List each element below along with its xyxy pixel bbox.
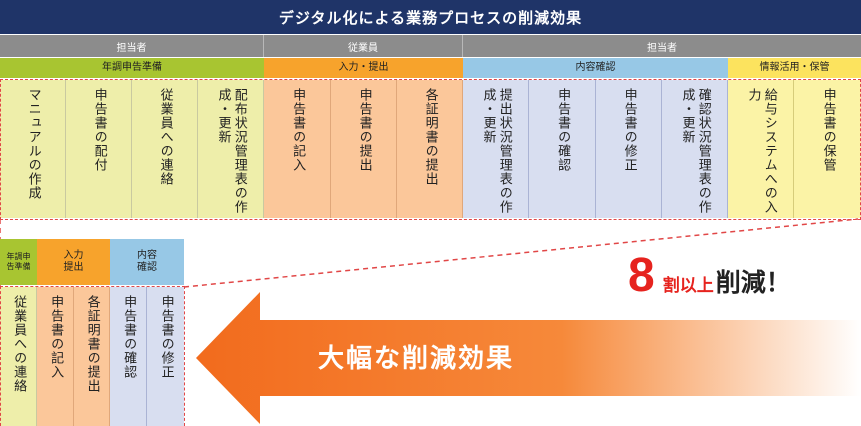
phase-utilize-store: 情報活用・保管 (728, 58, 861, 78)
role-employee: 従業員 (264, 35, 463, 57)
task-before: 申告書の配付 (66, 80, 132, 218)
task-after: 申告書の修正 (147, 287, 184, 426)
phase-review: 内容確認 (463, 58, 728, 78)
task-after: 申告書の確認 (110, 287, 147, 426)
connector-lines (0, 218, 859, 288)
task-before: 配布状況管理表の作成・更新 (198, 80, 264, 218)
task-after: 各証明書の提出 (74, 287, 110, 426)
after-phase-preparation: 年調申告準備 (0, 239, 37, 285)
task-after: 従業員への連絡 (0, 287, 37, 426)
task-before: 確認状況管理表の作成・更新 (662, 80, 728, 218)
task-before: 申告書の提出 (331, 80, 397, 218)
phase-preparation: 年調申告準備 (0, 58, 264, 78)
reduction-word: 削減！ (715, 268, 791, 297)
reduction-unit: 割以上 (662, 276, 714, 296)
task-before: 申告書の確認 (529, 80, 596, 218)
task-before: 提出状況管理表の作成・更新 (463, 80, 529, 218)
task-before: 従業員への連絡 (132, 80, 198, 218)
phase-input-submit: 入力・提出 (264, 58, 463, 78)
reduction-callout: 8 割以上 削減！ (628, 252, 861, 312)
diagram-title: デジタル化による業務プロセスの削減効果 (0, 0, 861, 34)
arrow-label: 大幅な削減効果 (318, 344, 515, 374)
before-outline (0, 79, 861, 220)
task-before: マニュアルの作成 (0, 80, 66, 218)
task-before: 各証明書の提出 (397, 80, 463, 218)
after-phase-review: 内容確認 (110, 239, 184, 285)
task-before: 申告書の保管 (794, 80, 861, 218)
role-staff-left: 担当者 (0, 35, 264, 57)
task-after: 申告書の記入 (37, 287, 74, 426)
reduction-number: 8 (628, 249, 655, 302)
after-phase-input-submit: 入力提出 (37, 239, 110, 285)
task-before: 申告書の修正 (596, 80, 662, 218)
after-outline (0, 286, 185, 426)
task-before: 給与システムへの入力 (728, 80, 794, 218)
role-staff-right: 担当者 (463, 35, 861, 57)
reduction-arrow (196, 292, 861, 424)
task-before: 申告書の記入 (264, 80, 331, 218)
